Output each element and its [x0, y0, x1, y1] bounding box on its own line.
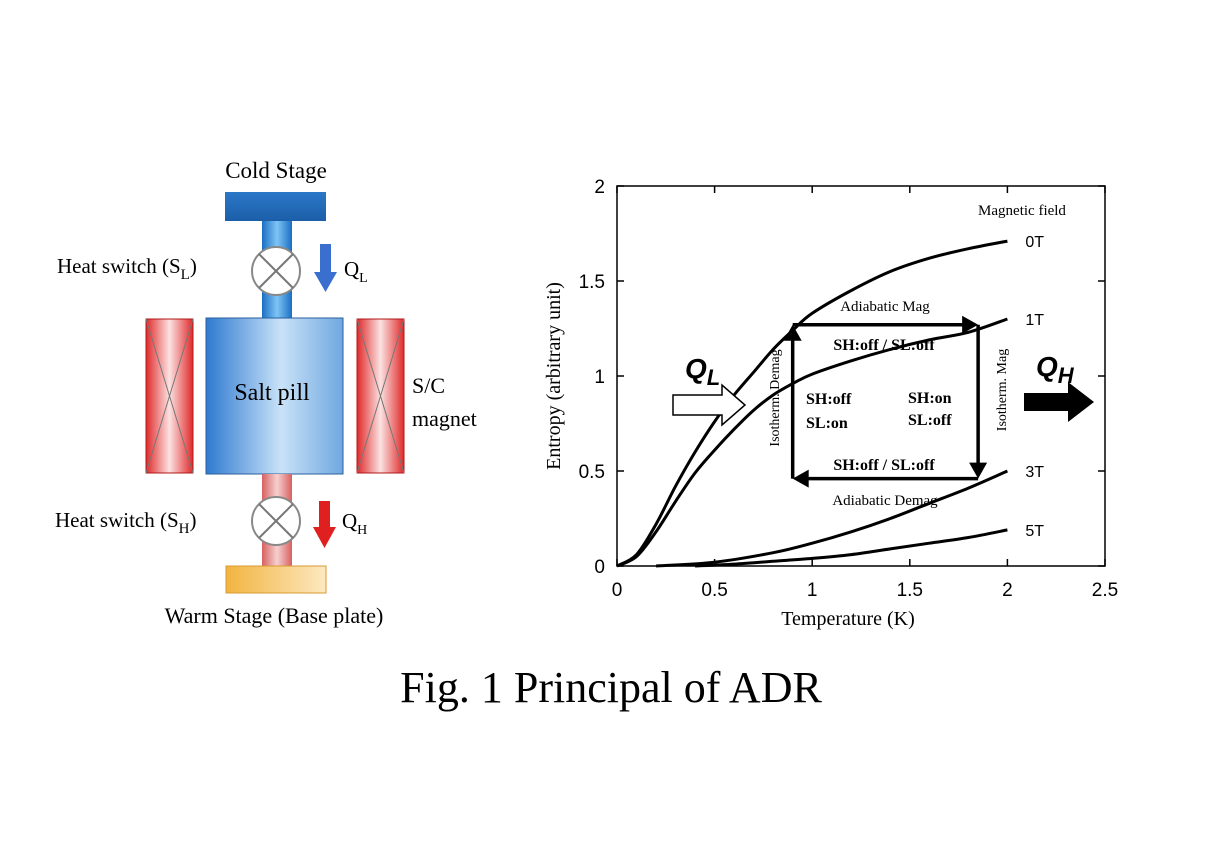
cycle-bottom-label: Adiabatic Demag: [832, 493, 938, 509]
legend-title: Magnetic field: [978, 203, 1066, 219]
cycle-right-state-line2: SL:off: [908, 412, 952, 429]
series-line-1t: [616, 317, 1008, 568]
series-line-0t: [616, 239, 1008, 568]
adr-cycle: [783, 315, 988, 488]
heat-out-label: QH: [1036, 351, 1075, 388]
x-axis-label: Temperature (K): [781, 608, 915, 630]
heat-flow-high-arrow: [313, 501, 336, 548]
series-line-3t: [655, 469, 1009, 568]
y-axis-label: Entropy (arbitrary unit): [543, 282, 565, 470]
series-label-0t: 0T: [1025, 234, 1044, 251]
x-tick-label: 1: [807, 580, 818, 601]
y-tick-label: 0.5: [579, 462, 605, 483]
y-tick-label: 1.5: [579, 272, 605, 293]
cycle-top-arrowhead: [962, 315, 979, 334]
x-tick-label: 0: [612, 580, 623, 601]
figure-caption: Fig. 1 Principal of ADR: [400, 663, 822, 712]
heat-flow-low-arrow: [314, 244, 337, 292]
heat-in-arrow: [672, 383, 747, 427]
cycle-left-state-line2: SL:on: [806, 415, 848, 432]
x-tick-label: 2: [1002, 580, 1013, 601]
series-label-3t: 3T: [1025, 464, 1044, 481]
magnet-left: [145, 318, 194, 474]
cycle-right-label: Isotherm. Mag: [995, 349, 1010, 431]
magnet-label-line1: S/C: [412, 373, 445, 398]
warm-stage-label: Warm Stage (Base plate): [165, 603, 384, 628]
q-low-label: QL: [344, 257, 368, 286]
x-tick-label: 0.5: [701, 580, 727, 601]
cold-stage: [225, 192, 326, 221]
cycle-left-label: Isotherm. Demag: [768, 349, 783, 446]
heat-switch-high: [251, 496, 301, 546]
y-tick-label: 2: [594, 177, 605, 198]
magnet-right: [356, 318, 405, 474]
cycle-top-label: Adiabatic Mag: [840, 299, 930, 315]
heat-in-label: QL: [685, 353, 720, 390]
x-axis-ticks: 0 0.5 1 1.5 2 2.5: [612, 186, 1118, 601]
cold-stage-label: Cold Stage: [225, 158, 327, 183]
entropy-chart: 0 0.5 1 1.5 2 2.5 0 0.5 1 1.5 2 Temperature (K) E…: [543, 177, 1118, 630]
heat-out-arrow: [1024, 382, 1094, 422]
heat-switch-low: [251, 246, 301, 296]
magnet-label-line2: magnet: [412, 406, 477, 431]
cycle-bottom-state: SH:off / SL:off: [833, 457, 935, 474]
heat-switch-high-label: Heat switch (SH): [55, 508, 197, 537]
salt-pill-label: Salt pill: [234, 380, 310, 406]
apparatus: Cold Stage Heat switch (SL) QL Salt pill: [55, 158, 477, 628]
q-high-label: QH: [342, 509, 367, 538]
series-label-5t: 5T: [1025, 523, 1044, 540]
cycle-bottom-arrowhead: [792, 469, 809, 488]
series-label-1t: 1T: [1025, 312, 1044, 329]
x-tick-label: 1.5: [897, 580, 923, 601]
series-labels: 0T 1T 3T 5T: [1025, 234, 1044, 540]
cycle-left-arrowhead: [783, 324, 802, 341]
x-tick-label: 2.5: [1092, 580, 1118, 601]
y-tick-label: 0: [594, 557, 605, 578]
series-line-5t: [695, 528, 1008, 568]
heat-switch-low-label: Heat switch (SL): [57, 254, 197, 283]
cycle-right-state-line1: SH:on: [908, 390, 952, 407]
cycle-left-state-line1: SH:off: [806, 391, 852, 408]
warm-stage: [225, 565, 327, 594]
series-lines: [616, 239, 1009, 568]
y-tick-label: 1: [594, 367, 605, 388]
cycle-top-state: SH:off / SL:off: [833, 337, 935, 354]
cycle-right-arrowhead: [969, 462, 988, 479]
y-axis-ticks: 0 0.5 1 1.5 2: [579, 177, 1105, 578]
salt-pill: [205, 317, 344, 475]
